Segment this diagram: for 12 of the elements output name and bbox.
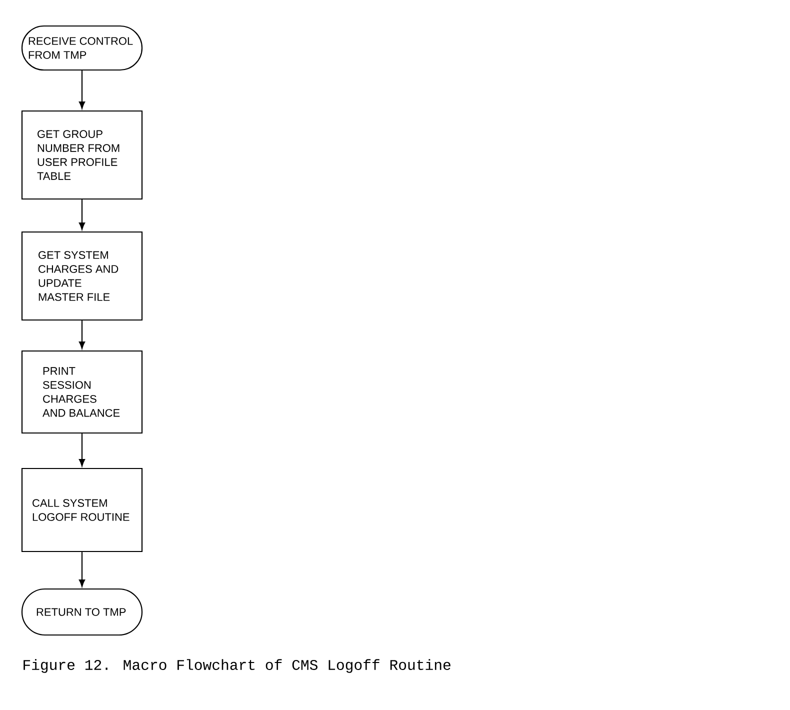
terminal-box: RETURN TO TMP <box>21 588 143 636</box>
process-box: PRINT SESSION CHARGES AND BALANCE <box>21 350 143 434</box>
arrow <box>78 70 86 109</box>
arrow <box>78 200 86 230</box>
process-box: GET GROUP NUMBER FROM USER PROFILE TABLE <box>21 110 143 200</box>
process-box: GET SYSTEM CHARGES AND UPDATE MASTER FILE <box>21 231 143 321</box>
process-box: CALL SYSTEM LOGOFF ROUTINE <box>21 468 143 552</box>
arrow <box>78 552 86 587</box>
arrow <box>78 320 86 349</box>
arrow <box>78 434 86 466</box>
figure-caption: Figure 12. Macro Flowchart of CMS Logoff Routine <box>24 659 450 673</box>
terminal-box: RECEIVE CONTROL FROM TMP <box>21 25 143 71</box>
